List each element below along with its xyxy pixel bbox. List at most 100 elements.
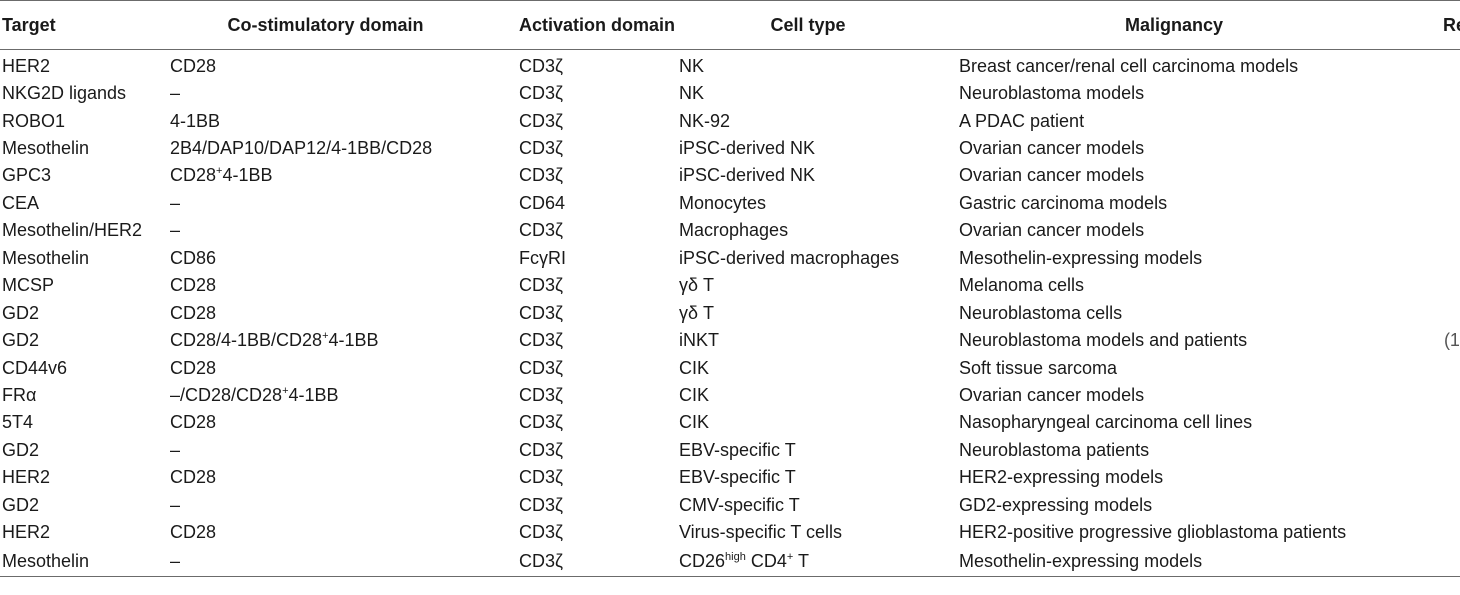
- cell-activation-domain: CD3ζ: [519, 220, 563, 241]
- cell-activation-domain: CD3ζ: [519, 494, 563, 515]
- cell-cell-type: Macrophages: [679, 217, 959, 244]
- cell-target: NKG2D ligands: [2, 83, 127, 104]
- cell-cell-type: iPSC-derived NK: [679, 134, 959, 161]
- cell-text: 2B4/DAP10/DAP12/4-1BB/CD28: [170, 138, 433, 159]
- cell-reference: (116): [1399, 217, 1460, 244]
- cell-cell-type: iPSC-derived macrophages: [679, 244, 959, 271]
- cell-target: 5T4: [2, 412, 34, 433]
- cell-target: Mesothelin: [2, 247, 90, 268]
- cell-cell-type: γδ T: [679, 272, 959, 299]
- cell-reference: (114): [1399, 162, 1460, 189]
- cell-text: –: [170, 439, 181, 460]
- cell-text: iPSC-derived NK: [679, 138, 816, 159]
- cell-costimulatory-domain: CD28: [170, 354, 519, 381]
- cell-costimulatory-domain: CD28+4-1BB: [170, 162, 519, 189]
- cell-reference: (117): [1399, 244, 1460, 271]
- cell-text: CIK: [679, 384, 710, 405]
- cell-costimulatory-domain: CD28: [170, 272, 519, 299]
- cell-text: 4-1BB: [222, 165, 273, 186]
- cell-activation-domain: CD3ζ: [519, 275, 563, 296]
- cell-cell-type: CIK: [679, 409, 959, 436]
- cell-text: NK: [679, 55, 705, 76]
- cell-text: CD28: [170, 165, 217, 186]
- cell-text: –: [170, 220, 181, 241]
- cell-text: CMV-specific T: [679, 494, 800, 515]
- reference-link[interactable]: (120, 121): [1443, 330, 1460, 351]
- cell-costimulatory-domain: CD28: [170, 464, 519, 491]
- cell-malignancy: Gastric carcinoma models: [959, 192, 1168, 213]
- cell-reference: (42): [1399, 134, 1460, 161]
- cell-activation-domain: CD3ζ: [519, 384, 563, 405]
- cell-activation-domain: CD3ζ: [519, 439, 563, 460]
- cell-activation-domain: CD3ζ: [519, 330, 563, 351]
- cell-text: Virus-specific T cells: [679, 522, 843, 543]
- cell-text: iNKT: [679, 330, 719, 351]
- cell-cell-type: EBV-specific T: [679, 436, 959, 463]
- cell-costimulatory-domain: –/CD28/CD28+4-1BB: [170, 381, 519, 408]
- header-activation-domain: Activation domain: [519, 0, 679, 50]
- cell-cell-type: iNKT: [679, 326, 959, 353]
- cell-target: CD44v6: [2, 357, 68, 378]
- cell-malignancy: Neuroblastoma models: [959, 83, 1145, 104]
- cell-malignancy: Neuroblastoma patients: [959, 439, 1150, 460]
- cell-malignancy: Mesothelin-expressing models: [959, 545, 1399, 577]
- cell-malignancy: A PDAC patient: [959, 110, 1085, 131]
- cell-cell-type: EBV-specific T: [679, 464, 959, 491]
- cell-cell-type: CIK: [679, 354, 959, 381]
- cell-activation-domain: CD3ζ: [519, 467, 563, 488]
- cell-malignancy: GD2-expressing models: [959, 494, 1153, 515]
- cell-text: T: [793, 550, 809, 571]
- cell-text: CD28: [170, 302, 217, 323]
- header-target: Target: [0, 0, 170, 50]
- cell-text: CD28: [170, 55, 217, 76]
- cell-reference: (123): [1399, 381, 1460, 408]
- cell-text: 4-1BB: [328, 330, 379, 351]
- cell-text: iPSC-derived macrophages: [679, 247, 900, 268]
- cell-cell-type: NK: [679, 79, 959, 106]
- cell-malignancy: Neuroblastoma cells: [959, 302, 1123, 323]
- cell-reference: (118): [1399, 272, 1460, 299]
- cell-reference: (115): [1399, 189, 1460, 216]
- cell-activation-domain: CD3ζ: [519, 110, 563, 131]
- cell-cell-type: NK-92: [679, 107, 959, 134]
- cell-activation-domain: CD3ζ: [519, 522, 563, 543]
- cell-text: CD28: [170, 275, 217, 296]
- cell-text: –: [170, 83, 181, 104]
- cell-text: –: [170, 494, 181, 515]
- cell-cell-type: γδ T: [679, 299, 959, 326]
- cell-text: CD28: [170, 467, 217, 488]
- cell-text: Macrophages: [679, 220, 789, 241]
- cell-cell-type: Virus-specific T cells: [679, 518, 959, 545]
- cell-malignancy: Nasopharyngeal carcinoma cell lines: [959, 412, 1253, 433]
- cell-text: –: [170, 550, 181, 571]
- cell-malignancy: Ovarian cancer models: [959, 220, 1145, 241]
- cell-costimulatory-domain: CD28: [170, 518, 519, 545]
- cell-target: GD2: [2, 302, 40, 323]
- cell-activation-domain: CD3ζ: [519, 138, 563, 159]
- cell-text: CIK: [679, 412, 710, 433]
- cell-costimulatory-domain: CD28: [170, 50, 519, 80]
- cell-text: –/CD28/CD28: [170, 384, 283, 405]
- cell-text: CD86: [170, 247, 217, 268]
- cell-costimulatory-domain: CD28: [170, 409, 519, 436]
- cell-text: CIK: [679, 357, 710, 378]
- cell-reference: (126): [1399, 464, 1460, 491]
- superscript-text: +: [322, 330, 329, 343]
- cell-target: ROBO1: [2, 110, 66, 131]
- cell-text: γδ T: [679, 275, 715, 296]
- cell-text: γδ T: [679, 302, 715, 323]
- cell-target: GD2: [2, 439, 40, 460]
